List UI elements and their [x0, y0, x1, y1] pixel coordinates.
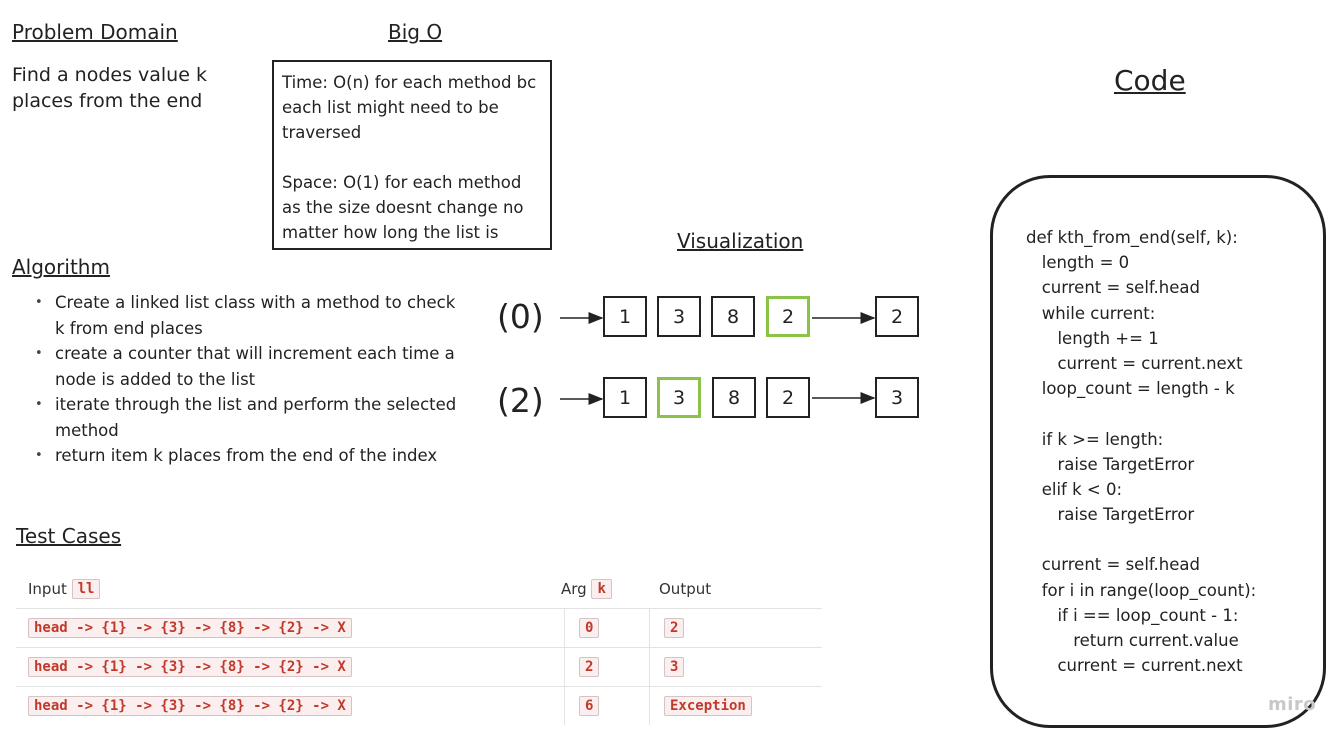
input-type-tag: ll: [71, 579, 101, 599]
code-line: def kth_from_end(self, k):: [1026, 228, 1238, 247]
test-cases-heading: Test Cases: [16, 524, 122, 548]
result-node: 2: [875, 296, 919, 337]
algorithm-step: return item k places from the end of the…: [32, 443, 462, 469]
output-cell: 2: [664, 609, 685, 647]
big-o-space: Space: O(1) for each method as the size …: [282, 173, 524, 242]
list-node: 3: [657, 296, 701, 337]
arg-cell: 2: [579, 648, 600, 686]
arg-type-tag: k: [591, 579, 612, 599]
input-cell: head -> {1} -> {3} -> {8} -> {2} -> X: [28, 687, 352, 725]
list-node: 8: [712, 377, 756, 418]
input-value: head -> {1} -> {3} -> {8} -> {2} -> X: [28, 657, 352, 677]
arg-value: 6: [579, 696, 600, 716]
code-line: if i == loop_count - 1:: [1026, 605, 1239, 625]
table-header: Input ll Arg k Output: [16, 570, 822, 608]
algorithm-heading: Algorithm: [12, 255, 110, 279]
visualization-heading: Visualization: [677, 229, 804, 253]
column-input-header: Input ll: [28, 570, 101, 608]
code-line: [1026, 527, 1256, 552]
code-line: raise TargetError: [1026, 454, 1195, 474]
arg-value: 0: [579, 618, 600, 638]
code-line: current = current.next: [1026, 353, 1243, 373]
table-row: head -> {1} -> {3} -> {8} -> {2} -> X 0 …: [16, 608, 822, 647]
input-cell: head -> {1} -> {3} -> {8} -> {2} -> X: [28, 609, 352, 647]
input-value: head -> {1} -> {3} -> {8} -> {2} -> X: [28, 696, 352, 716]
problem-domain-line-2: places from the end: [12, 90, 203, 112]
list-node: 1: [603, 296, 647, 337]
visualization-row-label: (0): [497, 297, 544, 336]
miro-watermark: miro: [1268, 694, 1317, 715]
output-value: 2: [664, 618, 685, 638]
table-row: head -> {1} -> {3} -> {8} -> {2} -> X 2 …: [16, 647, 822, 686]
code-line: current = current.next: [1026, 656, 1243, 676]
code-line: current = self.head: [1026, 278, 1200, 298]
output-cell: Exception: [664, 687, 752, 725]
big-o-heading: Big O: [388, 20, 443, 44]
column-output-header: Output: [659, 570, 711, 608]
algorithm-list: Create a linked list class with a method…: [32, 290, 462, 469]
code-line: loop_count = length - k: [1026, 379, 1235, 399]
list-node: 2: [766, 377, 810, 418]
problem-domain-line-1: Find a nodes value k: [12, 64, 207, 86]
visualization-diagram: (0) 1 3 8 2 2 (2) 1 3 8 2 3: [490, 290, 930, 430]
arg-cell: 0: [579, 609, 600, 647]
output-value: Exception: [664, 696, 752, 716]
input-value: head -> {1} -> {3} -> {8} -> {2} -> X: [28, 618, 352, 638]
code-line: length += 1: [1026, 328, 1159, 348]
big-o-time: Time: O(n) for each method bc each list …: [282, 73, 537, 142]
problem-domain-text: Find a nodes value k places from the end: [12, 62, 252, 114]
code-line: length = 0: [1026, 253, 1130, 273]
input-cell: head -> {1} -> {3} -> {8} -> {2} -> X: [28, 648, 352, 686]
code-line: return current.value: [1026, 631, 1239, 650]
code-box: [990, 175, 1326, 728]
code-line: raise TargetError: [1026, 505, 1195, 525]
code-line: for i in range(loop_count):: [1026, 580, 1257, 600]
list-node: 8: [711, 296, 755, 337]
algorithm-step: create a counter that will increment eac…: [32, 341, 462, 392]
arg-value: 2: [579, 657, 600, 677]
column-label: Arg: [561, 580, 587, 598]
arg-cell: 6: [579, 687, 600, 725]
visualization-row-label: (2): [497, 381, 544, 420]
column-label: Output: [659, 580, 712, 598]
column-label: Input: [28, 580, 67, 598]
visualization-arrows: [560, 312, 876, 405]
code-heading: Code: [1114, 64, 1186, 97]
list-node: 1: [603, 377, 647, 418]
code-line: [1026, 401, 1256, 426]
algorithm-step: iterate through the list and perform the…: [32, 392, 462, 443]
table-row: head -> {1} -> {3} -> {8} -> {2} -> X 6 …: [16, 686, 822, 725]
problem-domain-heading: Problem Domain: [12, 20, 178, 44]
list-node-highlighted: 3: [657, 377, 701, 418]
algorithm-step: Create a linked list class with a method…: [32, 290, 462, 341]
code-block: def kth_from_end(self, k): length = 0 cu…: [1026, 225, 1256, 678]
test-cases-table: Input ll Arg k Output head -> {1} -> {3}…: [16, 570, 822, 725]
code-line: while current:: [1026, 303, 1156, 323]
code-line: if k >= length:: [1026, 429, 1164, 449]
result-node: 3: [875, 377, 919, 418]
output-value: 3: [664, 657, 685, 677]
output-cell: 3: [664, 648, 685, 686]
code-line: elif k < 0:: [1026, 479, 1123, 499]
code-line: current = self.head: [1026, 555, 1200, 575]
big-o-box: Time: O(n) for each method bc each list …: [272, 60, 552, 250]
list-node-highlighted: 2: [766, 296, 810, 337]
column-arg-header: Arg k: [561, 570, 612, 608]
